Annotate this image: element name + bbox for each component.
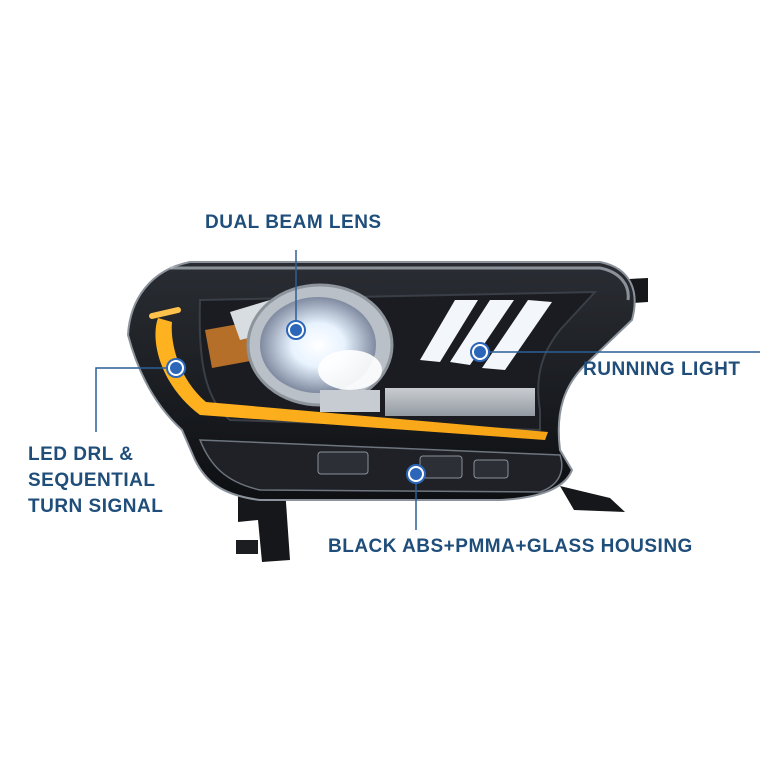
chrome-accents — [205, 300, 535, 416]
callout-markers — [166, 320, 490, 484]
lower-housing — [198, 439, 563, 493]
housing-label: BLACK ABS+PMMA+GLASS HOUSING — [328, 536, 693, 557]
dual-beam-lens — [246, 283, 394, 412]
led-drl-label-line-3: TURN SIGNAL — [28, 496, 164, 517]
led-drl-strip — [149, 307, 548, 440]
led-drl-label-line-2: SEQUENTIAL — [28, 470, 156, 491]
running-light-label: RUNNING LIGHT — [583, 359, 741, 380]
led-drl-label: LED DRL & SEQUENTIAL TURN SIGNAL — [28, 442, 163, 520]
dual-beam-lens-label: DUAL BEAM LENS — [205, 212, 382, 233]
led-drl-label-line-1: LED DRL & — [28, 444, 134, 465]
